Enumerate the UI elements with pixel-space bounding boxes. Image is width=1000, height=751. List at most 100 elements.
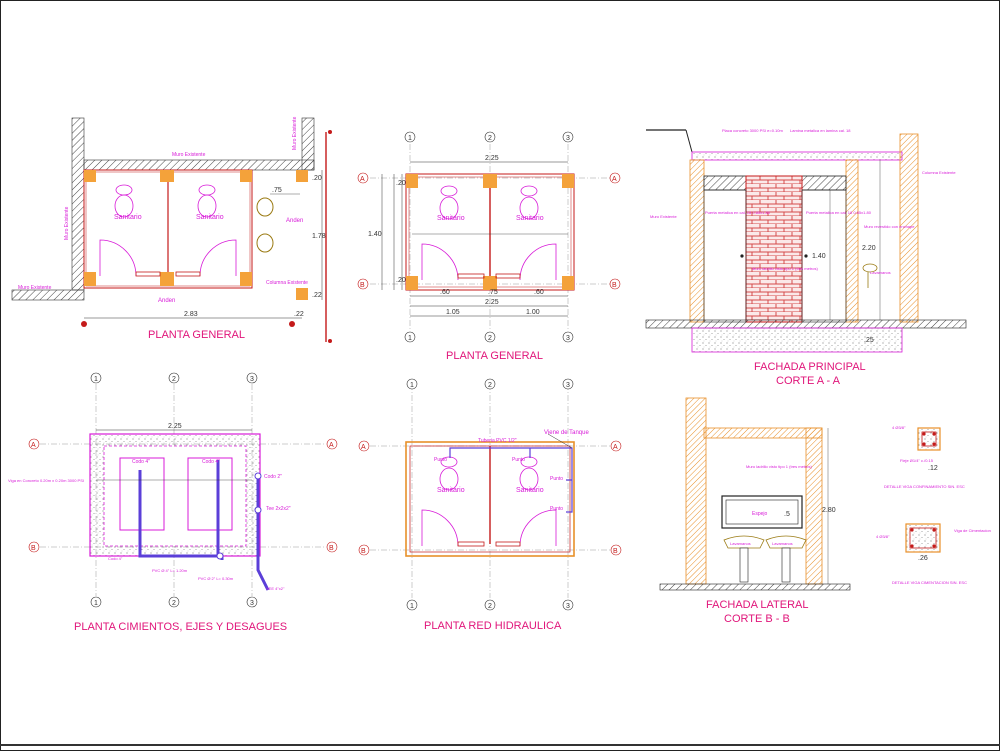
- axis-b-right: B: [612, 282, 617, 289]
- axis-a-left: A: [360, 176, 365, 183]
- axis-2-top-cim: 2: [172, 376, 176, 383]
- label-columna-existente-fp: Columna Existente: [922, 170, 956, 175]
- axis-1-bot: 1: [408, 335, 412, 342]
- axis-a-red-r: A: [613, 444, 618, 451]
- label-detalle-cim: DETALLE VIGA CIMENTACION SIN. ESC: [892, 580, 967, 585]
- dim-2-80: 2.80: [822, 507, 836, 514]
- label-muro-ladrillo-fl: Muro ladrillo visto tipo 1 (tres metros): [746, 464, 812, 469]
- label-viga-cim: Viga de Cimentacion: [954, 528, 991, 533]
- axis-2-top-red: 2: [488, 382, 492, 389]
- label-lavamanos-fp: Lavamanos: [870, 270, 891, 275]
- dim-2-20: 2.20: [862, 245, 876, 252]
- fachada-lateral: [659, 397, 851, 591]
- label-punto-3: Punto: [550, 476, 563, 482]
- label-muro-existente-left: Muro Existente: [64, 206, 70, 240]
- label-sanitario-3: Sanitario: [437, 215, 465, 222]
- dim-1-05: 1.05: [446, 309, 460, 316]
- label-muro-ladrillo: Muro ladrillo visto tipo 1 (tres metros): [752, 266, 818, 271]
- axis-a-cim-l: A: [31, 442, 36, 449]
- axis-2-bot: 2: [488, 335, 492, 342]
- axis-a-red-l: A: [361, 444, 366, 451]
- title-corte-aa: CORTE A - A: [776, 375, 841, 387]
- label-puerta-metalica-2: Puerta metalica en cal. 18 0.65x1.80: [806, 210, 872, 215]
- label-muro-existente-fp: Muro Existente: [650, 214, 677, 219]
- title-planta-general-1: PLANTA GENERAL: [148, 329, 245, 341]
- planta-red-hidraulica: [358, 378, 622, 611]
- label-tuberia-pvc: Tuberia PVC 1/2": [478, 438, 517, 444]
- axis-b-left: B: [360, 282, 365, 289]
- label-codo-4-b: Codo 4": [202, 459, 220, 465]
- label-anden-right: Anden: [286, 218, 303, 224]
- axis-1-top: 1: [408, 135, 412, 142]
- axis-a-cim-r: A: [329, 442, 334, 449]
- axis-1-bot-red: 1: [410, 603, 414, 610]
- label-codo-4-c: Codo 4": [108, 556, 123, 561]
- axis-3-top-red: 3: [566, 382, 570, 389]
- axis-b-cim-l: B: [31, 545, 36, 552]
- dim-2-25-cim: 2.25: [168, 423, 182, 430]
- fachada-principal: [645, 129, 967, 353]
- label-columna-existente: Columna Existente: [266, 280, 308, 286]
- label-placa-concreto: Placa concreto 3000 PSI e=0.10m: [722, 128, 783, 133]
- planta-general-2: [357, 131, 621, 343]
- label-detalle-conf: DETALLE VIGA CONFINAMIENTO SIN. ESC: [884, 484, 965, 489]
- label-lavamanos-1: Lavamanos: [730, 541, 751, 546]
- dim-65: .75: [272, 187, 282, 194]
- label-sanitario-1: Sanitario: [114, 214, 142, 221]
- axis-b-red-l: B: [361, 548, 366, 555]
- label-refuerzo-38-a: 4 Ø3/8": [892, 425, 906, 430]
- label-anden-bottom: Anden: [158, 298, 175, 304]
- detalle-viga-cimentacion: [905, 523, 941, 553]
- title-fachada-lateral: FACHADA LATERAL: [706, 599, 809, 611]
- label-yee: YEE 4"x2": [266, 586, 285, 591]
- dim-5: .5: [784, 511, 790, 518]
- label-punto-4: Punto: [550, 506, 563, 512]
- dim-20: .20: [312, 175, 322, 182]
- axis-1-top-red: 1: [410, 382, 414, 389]
- label-muro-existente-bottom: Muro Existente: [18, 285, 52, 291]
- label-muro-revestido: Muro revestido con enchape: [864, 224, 915, 229]
- label-viga-concreto: Viga en Concreto 0.20m x 0.20m 3000 PSI: [8, 478, 84, 483]
- dim-12: .12: [928, 465, 938, 472]
- axis-2-bot-cim: 2: [172, 600, 176, 607]
- axis-3-top: 3: [566, 135, 570, 142]
- title-corte-bb: CORTE B - B: [724, 613, 790, 625]
- label-flejes: Fleje Ø1/4" c./0.15: [900, 458, 934, 463]
- label-sanitario-6: Sanitario: [516, 487, 544, 494]
- detalle-viga-confinamiento: [917, 427, 941, 451]
- dim-26: .26: [918, 555, 928, 562]
- dim-60b: .60: [534, 289, 544, 296]
- axis-1-bot-cim: 1: [94, 600, 98, 607]
- label-sanitario-2: Sanitario: [196, 214, 224, 221]
- dim-75: .75: [488, 289, 498, 296]
- axis-3-top-cim: 3: [250, 376, 254, 383]
- planta-general-1: [11, 117, 332, 343]
- dim-1-78: 1.78: [312, 233, 326, 240]
- label-sanitario-4: Sanitario: [516, 215, 544, 222]
- axis-b-red-r: B: [613, 548, 618, 555]
- label-codo-4-a: Codo 4": [132, 459, 150, 465]
- dim-1-40: 1.40: [368, 231, 382, 238]
- label-punto-1: Punto: [434, 457, 447, 463]
- axis-3-bot-red: 3: [566, 603, 570, 610]
- title-planta-red: PLANTA RED HIDRAULICA: [424, 620, 562, 632]
- label-punto-2: Punto: [512, 457, 525, 463]
- dim-60a: .60: [440, 289, 450, 296]
- dim-22: .22: [294, 311, 304, 318]
- axis-3-bot: 3: [566, 335, 570, 342]
- label-codo-2: Codo 2": [264, 474, 282, 480]
- title-planta-general-2: PLANTA GENERAL: [446, 350, 543, 362]
- label-lamina: Lamina metalica en lamina cal. 18: [790, 128, 851, 133]
- label-tee: Tee 2x2x2": [266, 506, 291, 512]
- dim-2-25-top: 2.25: [485, 155, 499, 162]
- axis-2-bot-red: 2: [488, 603, 492, 610]
- axis-1-top-cim: 1: [94, 376, 98, 383]
- dim-25-fp: .25: [864, 337, 874, 344]
- label-pvc-2: PVC Ø 2" L= 0.30m: [198, 576, 234, 581]
- title-fachada-principal: FACHADA PRINCIPAL: [754, 361, 866, 373]
- label-espejo: Espejo: [752, 511, 768, 517]
- axis-a-right: A: [612, 176, 617, 183]
- label-pvc-4: PVC Ø 4" L= 1.20m: [152, 568, 188, 573]
- planta-cimientos: [28, 372, 338, 608]
